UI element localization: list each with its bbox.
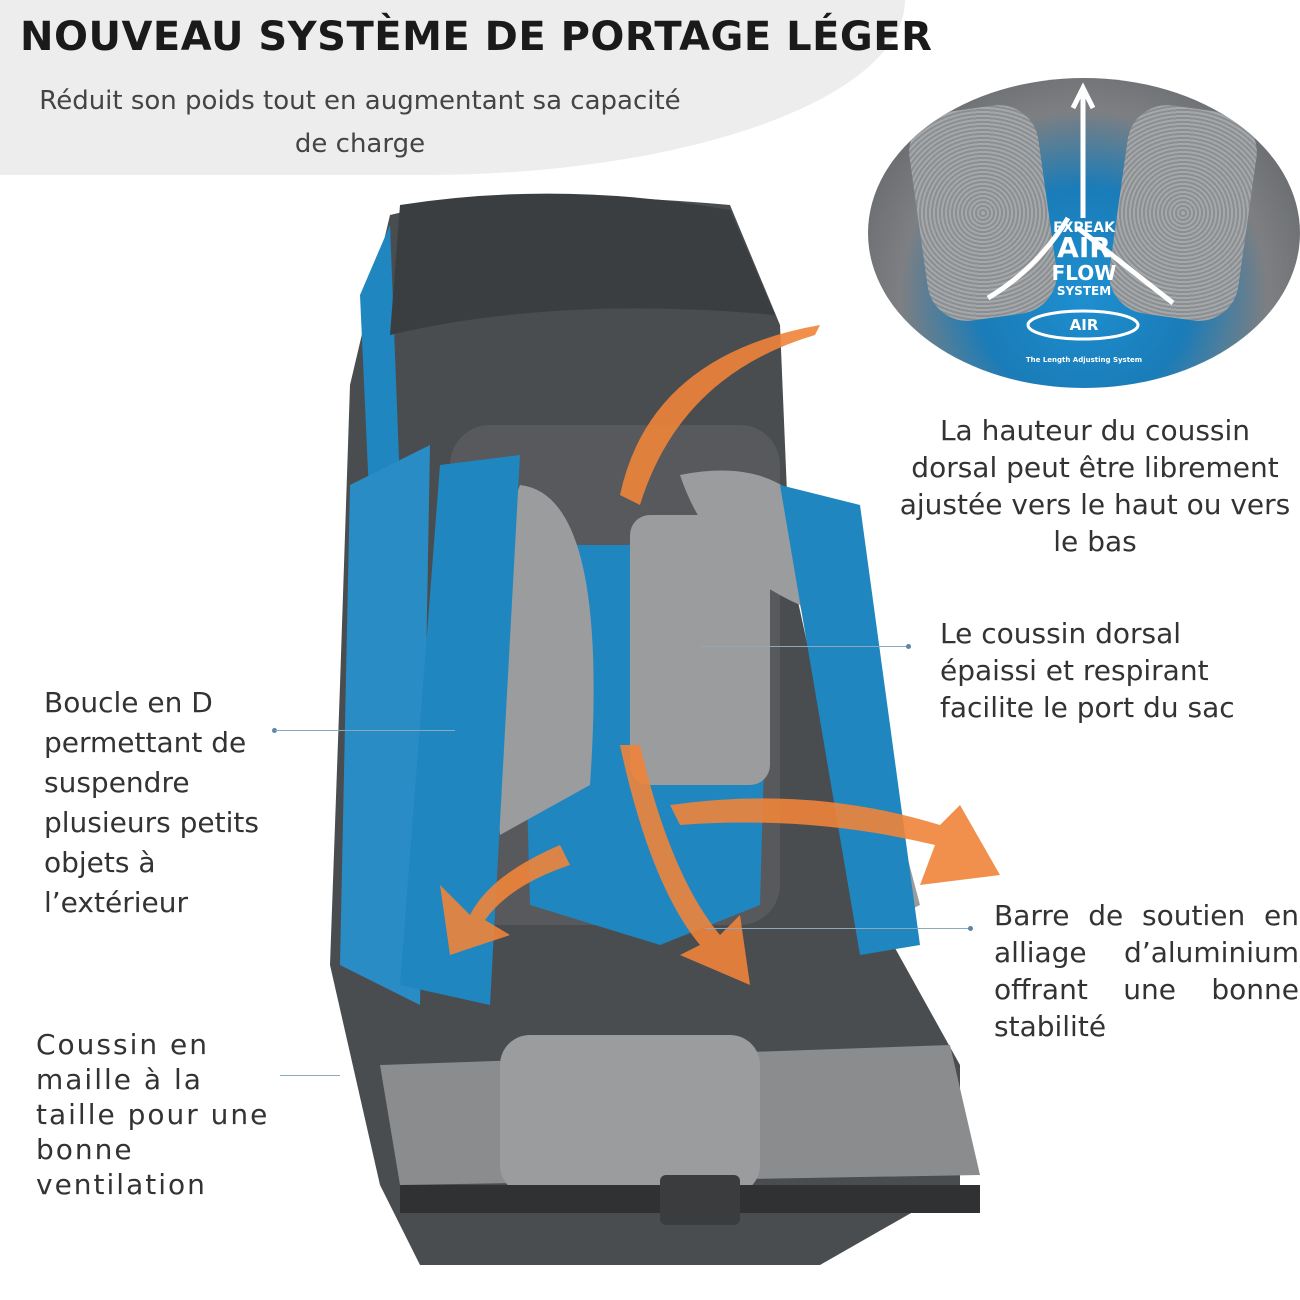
- inset-brand-text: AIR: [1057, 231, 1111, 264]
- inset-brand-text: FLOW: [1051, 261, 1117, 285]
- page-subtitle: Réduit son poids tout en augmentant sa c…: [39, 86, 681, 159]
- inset-brand-text: SYSTEM: [1056, 284, 1112, 298]
- leader-dot: [272, 728, 277, 733]
- airflow-detail-inset: EXPEAK AIR FLOW SYSTEM AIR The Length Ad…: [868, 78, 1300, 388]
- callout-waist-mesh: Coussin en maille à la taille pour une b…: [36, 1028, 270, 1201]
- page-title: NOUVEAU SYSTÈME DE PORTAGE LÉGER: [20, 14, 933, 60]
- callout-back-height: La hauteur du coussin dorsal peut être l…: [899, 414, 1291, 558]
- callout-d-buckle: Boucle en D permettant de suspendre plus…: [44, 686, 259, 919]
- callout-back-cushion: Le coussin dorsal épaissi et respirant f…: [940, 617, 1235, 724]
- inset-brand-text: EXPEAK: [1053, 220, 1115, 236]
- inset-caption: The Length Adjusting System: [1025, 356, 1143, 364]
- airflow-arrows-icon: [440, 325, 1000, 985]
- leader-line: [275, 730, 455, 731]
- leader-line: [280, 1075, 340, 1076]
- leader-line: [705, 928, 970, 929]
- leader-dot: [968, 926, 973, 931]
- callout-aluminium-bar: Barre de soutien en alliage d’aluminium …: [994, 899, 1299, 1043]
- inset-air-badge: AIR: [1069, 316, 1099, 334]
- backpack-illustration: [330, 193, 1000, 1265]
- leader-dot: [906, 644, 911, 649]
- airflow-arrows-icon: [986, 82, 1175, 341]
- leader-line: [700, 646, 908, 647]
